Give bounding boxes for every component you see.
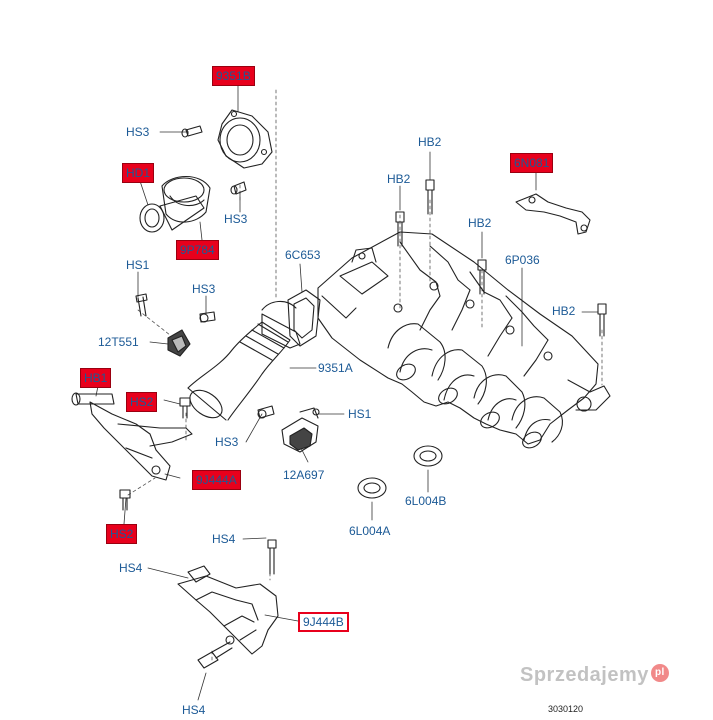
part-hs3-left-label: HS3	[192, 282, 216, 296]
bolts-hs2	[119, 397, 191, 511]
part-9p784-label: 9P784	[176, 240, 219, 260]
bolts-hs3	[181, 125, 247, 195]
part-hs3-low-label: HS3	[215, 435, 239, 449]
part-6l004b-label: 6L004B	[405, 494, 447, 508]
part-6n081-label: 6N081	[510, 153, 554, 173]
intake-manifold	[317, 231, 611, 449]
part-hb2-label-3: HB2	[468, 216, 492, 230]
part-hs1-right-label: HS1	[348, 407, 372, 421]
watermark-text: Sprzedajemy	[520, 664, 649, 686]
orings	[357, 445, 443, 499]
bolt-hs1-left	[135, 293, 148, 317]
part-hs2-bottom-label: HS2	[106, 524, 138, 544]
part-hs1-left-label: HS1	[126, 258, 150, 272]
part-6l004a-label: 6L004A	[349, 524, 391, 538]
part-hd1-label: HD1	[122, 163, 155, 183]
bracket-6n081	[515, 193, 591, 235]
part-hs3-top-label: HS3	[126, 125, 150, 139]
part-hb1-label: HB1	[80, 368, 112, 388]
part-hs4-left-label: HS4	[119, 561, 143, 575]
part-9351a-label: 9351A	[318, 361, 353, 375]
clip-12t551	[167, 329, 191, 357]
part-9j444a-label: 9J444A	[192, 470, 241, 490]
part-hb2-label-4: HB2	[552, 304, 576, 318]
bracket-9j444b	[177, 539, 279, 669]
part-6p036-label: 6P036	[505, 253, 540, 267]
throttle-flange	[217, 109, 273, 169]
part-12a697-label: 12A697	[283, 468, 325, 482]
part-9j444b-label: 9J444B	[298, 612, 349, 632]
screw-hs3-low	[257, 405, 275, 419]
part-hs4-bottom-label: HS4	[182, 703, 206, 717]
bracket-9j444a	[71, 392, 193, 481]
gasket-6c653	[287, 289, 321, 347]
watermark-badge: pl	[650, 664, 669, 682]
figure-code: 3030120	[548, 704, 584, 714]
part-9351b-label: 9351B	[212, 66, 255, 86]
sensor-12a697	[281, 407, 320, 453]
part-12t551-label: 12T551	[98, 335, 139, 349]
assembly-axes	[127, 89, 603, 661]
part-hs3-mid-label: HS3	[224, 212, 248, 226]
part-hb2-label-1: HB2	[418, 135, 442, 149]
coupling	[139, 175, 211, 233]
intake-duct	[187, 300, 301, 421]
part-hb2-label-2: HB2	[387, 172, 411, 186]
screw-hs3-left	[199, 311, 216, 323]
part-6c653-label: 6C653	[285, 248, 321, 262]
part-hs2-top-label: HS2	[126, 392, 158, 412]
part-hs4-top-label: HS4	[212, 532, 236, 546]
bolts-hb2	[395, 179, 607, 337]
